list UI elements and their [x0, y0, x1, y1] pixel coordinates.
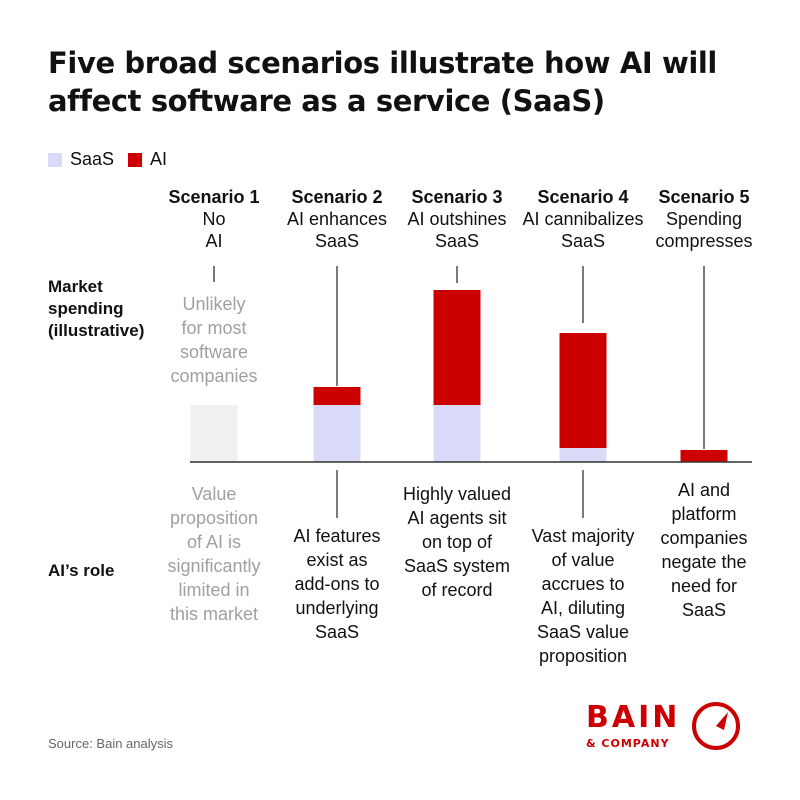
- legend-swatch-saas: [48, 152, 62, 167]
- legend-swatch-ai: [128, 152, 143, 167]
- scenario-2-role: AI features exist as add-ons to underlyi…: [293, 526, 381, 642]
- bar-scenario-4-ai: [559, 333, 607, 448]
- scenario-desc-1: No AI: [202, 209, 226, 251]
- row-label-ai-role: AI’s role: [48, 561, 115, 580]
- logo-compass-icon: [692, 702, 741, 750]
- scenario-header-4: Scenario 4 AI cannibalizes SaaS: [508, 186, 658, 252]
- scenario-header-3: Scenario 3 AI outshines SaaS: [382, 186, 532, 252]
- bar-scenario-1-placeholder: [190, 405, 238, 462]
- scenario-header-5: Scenario 5 Spending compresses: [629, 186, 779, 252]
- scenario-header-2: Scenario 2 AI enhances SaaS: [262, 186, 412, 252]
- scenario-name-2: Scenario 2: [291, 187, 383, 207]
- scenario-desc-4: AI cannibalizes SaaS: [522, 209, 644, 251]
- bar-scenario-3-ai: [433, 290, 481, 405]
- scenario-1-role: Value proposition of AI is significantly…: [167, 484, 261, 624]
- scenario-name-3: Scenario 3: [411, 187, 503, 207]
- legend-item-ai: AI: [128, 149, 167, 170]
- scenario-name-4: Scenario 4: [537, 187, 629, 207]
- scenario-4-role: Vast majority of value accrues to AI, di…: [531, 526, 635, 666]
- logo-bain-text: BAIN: [586, 699, 681, 735]
- scenario-name-5: Scenario 5: [658, 187, 750, 207]
- bar-scenario-4-saas: [559, 448, 607, 462]
- bar-scenario-2-ai: [313, 387, 361, 405]
- legend-item-saas: SaaS: [48, 149, 114, 170]
- bar-scenario-3-saas: [433, 405, 481, 462]
- scenario-1-market-note: Unlikely for most software companies: [170, 294, 258, 386]
- scenario-5-role: AI and platform companies negate the nee…: [660, 480, 748, 620]
- legend-label-ai: AI: [150, 149, 168, 169]
- scenario-header-1: Scenario 1 No AI: [139, 186, 289, 252]
- legend: SaaS AI: [48, 149, 181, 170]
- scenario-name-1: Scenario 1: [168, 187, 260, 207]
- logo-wordmark: BAIN & COMPANY: [586, 699, 681, 750]
- scenario-3-role: Highly valued AI agents sit on top of Sa…: [402, 484, 512, 600]
- bar-scenario-2-saas: [313, 405, 361, 462]
- scenario-desc-3: AI outshines SaaS: [407, 209, 507, 251]
- legend-label-saas: SaaS: [70, 149, 115, 169]
- bain-logo: BAIN & COMPANY: [586, 700, 742, 752]
- chart-title: Five broad scenarios illustrate how AI w…: [48, 46, 717, 118]
- bars-group: [190, 290, 728, 462]
- leader-lines-group: [213, 266, 705, 518]
- source-note: Source: Bain analysis: [48, 736, 174, 751]
- logo-company-text: & COMPANY: [586, 736, 670, 750]
- scenario-desc-5: Spending compresses: [655, 209, 753, 251]
- row-label-market-spending: Market spending (illustrative): [48, 277, 145, 340]
- scenario-desc-2: AI enhances SaaS: [286, 209, 388, 251]
- bar-scenario-5-ai: [680, 450, 728, 462]
